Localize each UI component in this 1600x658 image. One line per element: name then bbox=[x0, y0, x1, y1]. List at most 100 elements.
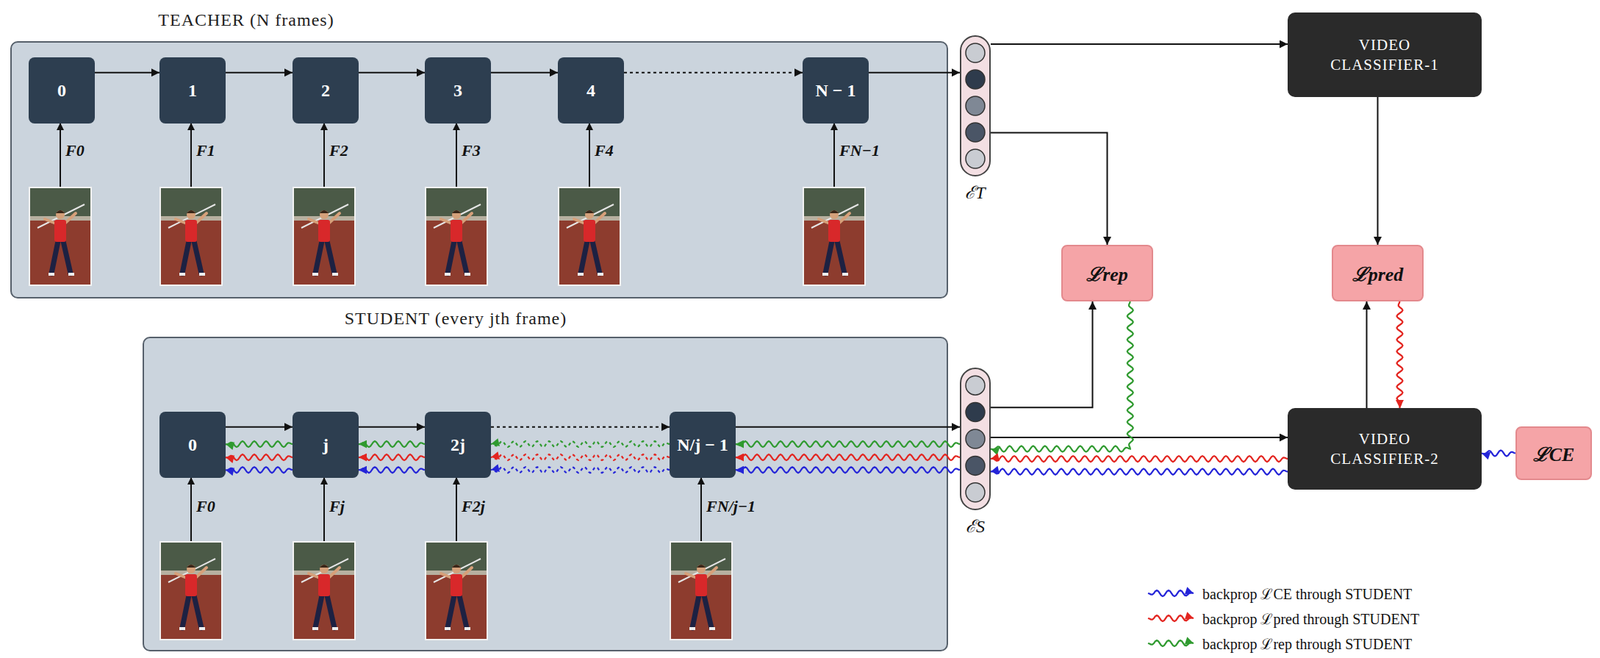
embedding-vector: ℰT bbox=[959, 35, 991, 177]
frame-input-label: F2j bbox=[461, 496, 486, 516]
label-holder: F2j bbox=[461, 496, 486, 516]
backprop-arrow bbox=[490, 440, 670, 447]
backprop-arrow bbox=[735, 454, 960, 461]
video-frame bbox=[557, 186, 622, 286]
input-arrow bbox=[455, 122, 458, 187]
frame-step-box: 0 bbox=[28, 57, 95, 124]
vector-graphic bbox=[959, 367, 991, 511]
embedding-vector: ℰS bbox=[959, 367, 991, 511]
frame-input-label: FN/j−1 bbox=[706, 496, 756, 516]
forward-arrow bbox=[1366, 301, 1368, 408]
loss-label: ℒpred bbox=[1352, 260, 1404, 287]
step-label: 0 bbox=[57, 80, 67, 101]
legend-row: backprop ℒpred through STUDENT bbox=[1146, 605, 1420, 631]
label-holder: ℰT bbox=[964, 179, 985, 204]
classifier-box: VIDEO CLASSIFIER-1 bbox=[1287, 12, 1482, 98]
video-frame bbox=[669, 540, 733, 641]
step-label: N/j − 1 bbox=[676, 435, 729, 455]
input-arrow bbox=[588, 122, 591, 187]
legend-wavy-arrow bbox=[1148, 590, 1194, 597]
step-label: N − 1 bbox=[815, 80, 856, 101]
forward-arrow bbox=[990, 132, 1108, 245]
video-frame bbox=[292, 540, 356, 641]
label-holder: Fj bbox=[329, 496, 345, 516]
forward-arrow bbox=[623, 72, 803, 74]
backprop-arrow bbox=[358, 454, 425, 461]
panel-title: TEACHER (N frames) bbox=[158, 10, 334, 30]
step-label: 4 bbox=[586, 80, 596, 101]
vector-unit bbox=[965, 429, 985, 449]
input-arrow bbox=[455, 476, 458, 541]
input-arrow bbox=[190, 476, 192, 541]
vector-unit bbox=[965, 482, 985, 502]
label-holder: ℰS bbox=[965, 512, 985, 538]
frame-step-box: 3 bbox=[424, 57, 491, 124]
label-holder: F0 bbox=[65, 141, 85, 161]
legend-row: backprop ℒCE through STUDENT bbox=[1146, 580, 1420, 606]
input-arrow bbox=[700, 476, 702, 541]
step-label: 3 bbox=[453, 80, 463, 101]
label-holder: TEACHER (N frames) bbox=[158, 10, 334, 31]
loss-box: ℒCE bbox=[1515, 426, 1592, 480]
panel-title: STUDENT (every jth frame) bbox=[344, 308, 567, 328]
input-arrow bbox=[323, 476, 325, 541]
backprop-arrow bbox=[1481, 450, 1516, 457]
loss-box: ℒrep bbox=[1061, 244, 1154, 302]
forward-arrow bbox=[358, 72, 425, 74]
video-frame bbox=[28, 186, 92, 286]
backprop-arrow bbox=[1397, 301, 1404, 408]
backprop-arrow bbox=[490, 466, 670, 473]
forward-arrow bbox=[868, 72, 960, 74]
classifier-box: VIDEO CLASSIFIER-2 bbox=[1287, 407, 1482, 490]
frame-step-box: N − 1 bbox=[802, 57, 869, 124]
loss-label: ℒCE bbox=[1533, 440, 1576, 467]
backprop-arrow bbox=[490, 454, 670, 461]
network-panel: 0j2jN/j − 1STUDENT (every jth frame) bbox=[142, 336, 949, 652]
backprop-arrow bbox=[225, 466, 293, 473]
vector-unit bbox=[965, 149, 985, 169]
frame-step-box: N/j − 1 bbox=[669, 411, 736, 478]
frame-step-box: 2j bbox=[424, 411, 491, 478]
vector-outline bbox=[960, 36, 990, 176]
forward-arrow bbox=[1377, 97, 1379, 245]
video-frame bbox=[292, 186, 356, 286]
label-holder: F3 bbox=[461, 141, 481, 161]
vector-unit bbox=[965, 69, 985, 89]
legend-sample bbox=[1146, 586, 1196, 600]
backprop-arrow bbox=[735, 466, 960, 473]
backprop-arrow bbox=[358, 440, 425, 447]
legend-text: backprop ℒpred through STUDENT bbox=[1202, 608, 1420, 629]
frame-step-box: 2 bbox=[292, 57, 359, 124]
frame-step-box: 1 bbox=[159, 57, 226, 124]
backprop-arrow bbox=[990, 301, 1134, 452]
frame-input-label: F3 bbox=[461, 141, 481, 160]
loss-label: ℒrep bbox=[1086, 260, 1129, 287]
forward-arrow bbox=[225, 72, 293, 74]
input-arrow bbox=[190, 122, 192, 187]
step-label: 2j bbox=[450, 435, 466, 455]
frame-step-box: 4 bbox=[557, 57, 624, 124]
forward-arrow bbox=[990, 301, 1093, 408]
legend-wavy-arrow bbox=[1148, 640, 1194, 647]
vector-unit bbox=[965, 96, 985, 116]
legend-text: backprop ℒCE through STUDENT bbox=[1202, 583, 1412, 604]
backprop-arrow bbox=[990, 455, 1288, 462]
classifier-label: VIDEO CLASSIFIER-2 bbox=[1307, 429, 1462, 469]
label-holder: F2 bbox=[329, 141, 349, 161]
input-arrow bbox=[323, 122, 325, 187]
vector-unit bbox=[965, 43, 985, 63]
legend-row: backprop ℒrep through STUDENT bbox=[1146, 630, 1420, 656]
loss-box: ℒpred bbox=[1331, 244, 1424, 302]
backprop-arrow bbox=[735, 440, 960, 447]
label-holder: F4 bbox=[594, 141, 614, 161]
label-holder: FN/j−1 bbox=[706, 496, 756, 516]
backprop-arrow bbox=[358, 466, 425, 473]
input-arrow bbox=[59, 122, 62, 187]
frame-input-label: F1 bbox=[196, 141, 216, 160]
legend: backprop ℒCE through STUDENT backprop ℒpr… bbox=[1146, 580, 1420, 656]
video-frame bbox=[424, 186, 489, 286]
legend-sample bbox=[1146, 611, 1196, 625]
frame-step-box: 0 bbox=[159, 411, 226, 478]
